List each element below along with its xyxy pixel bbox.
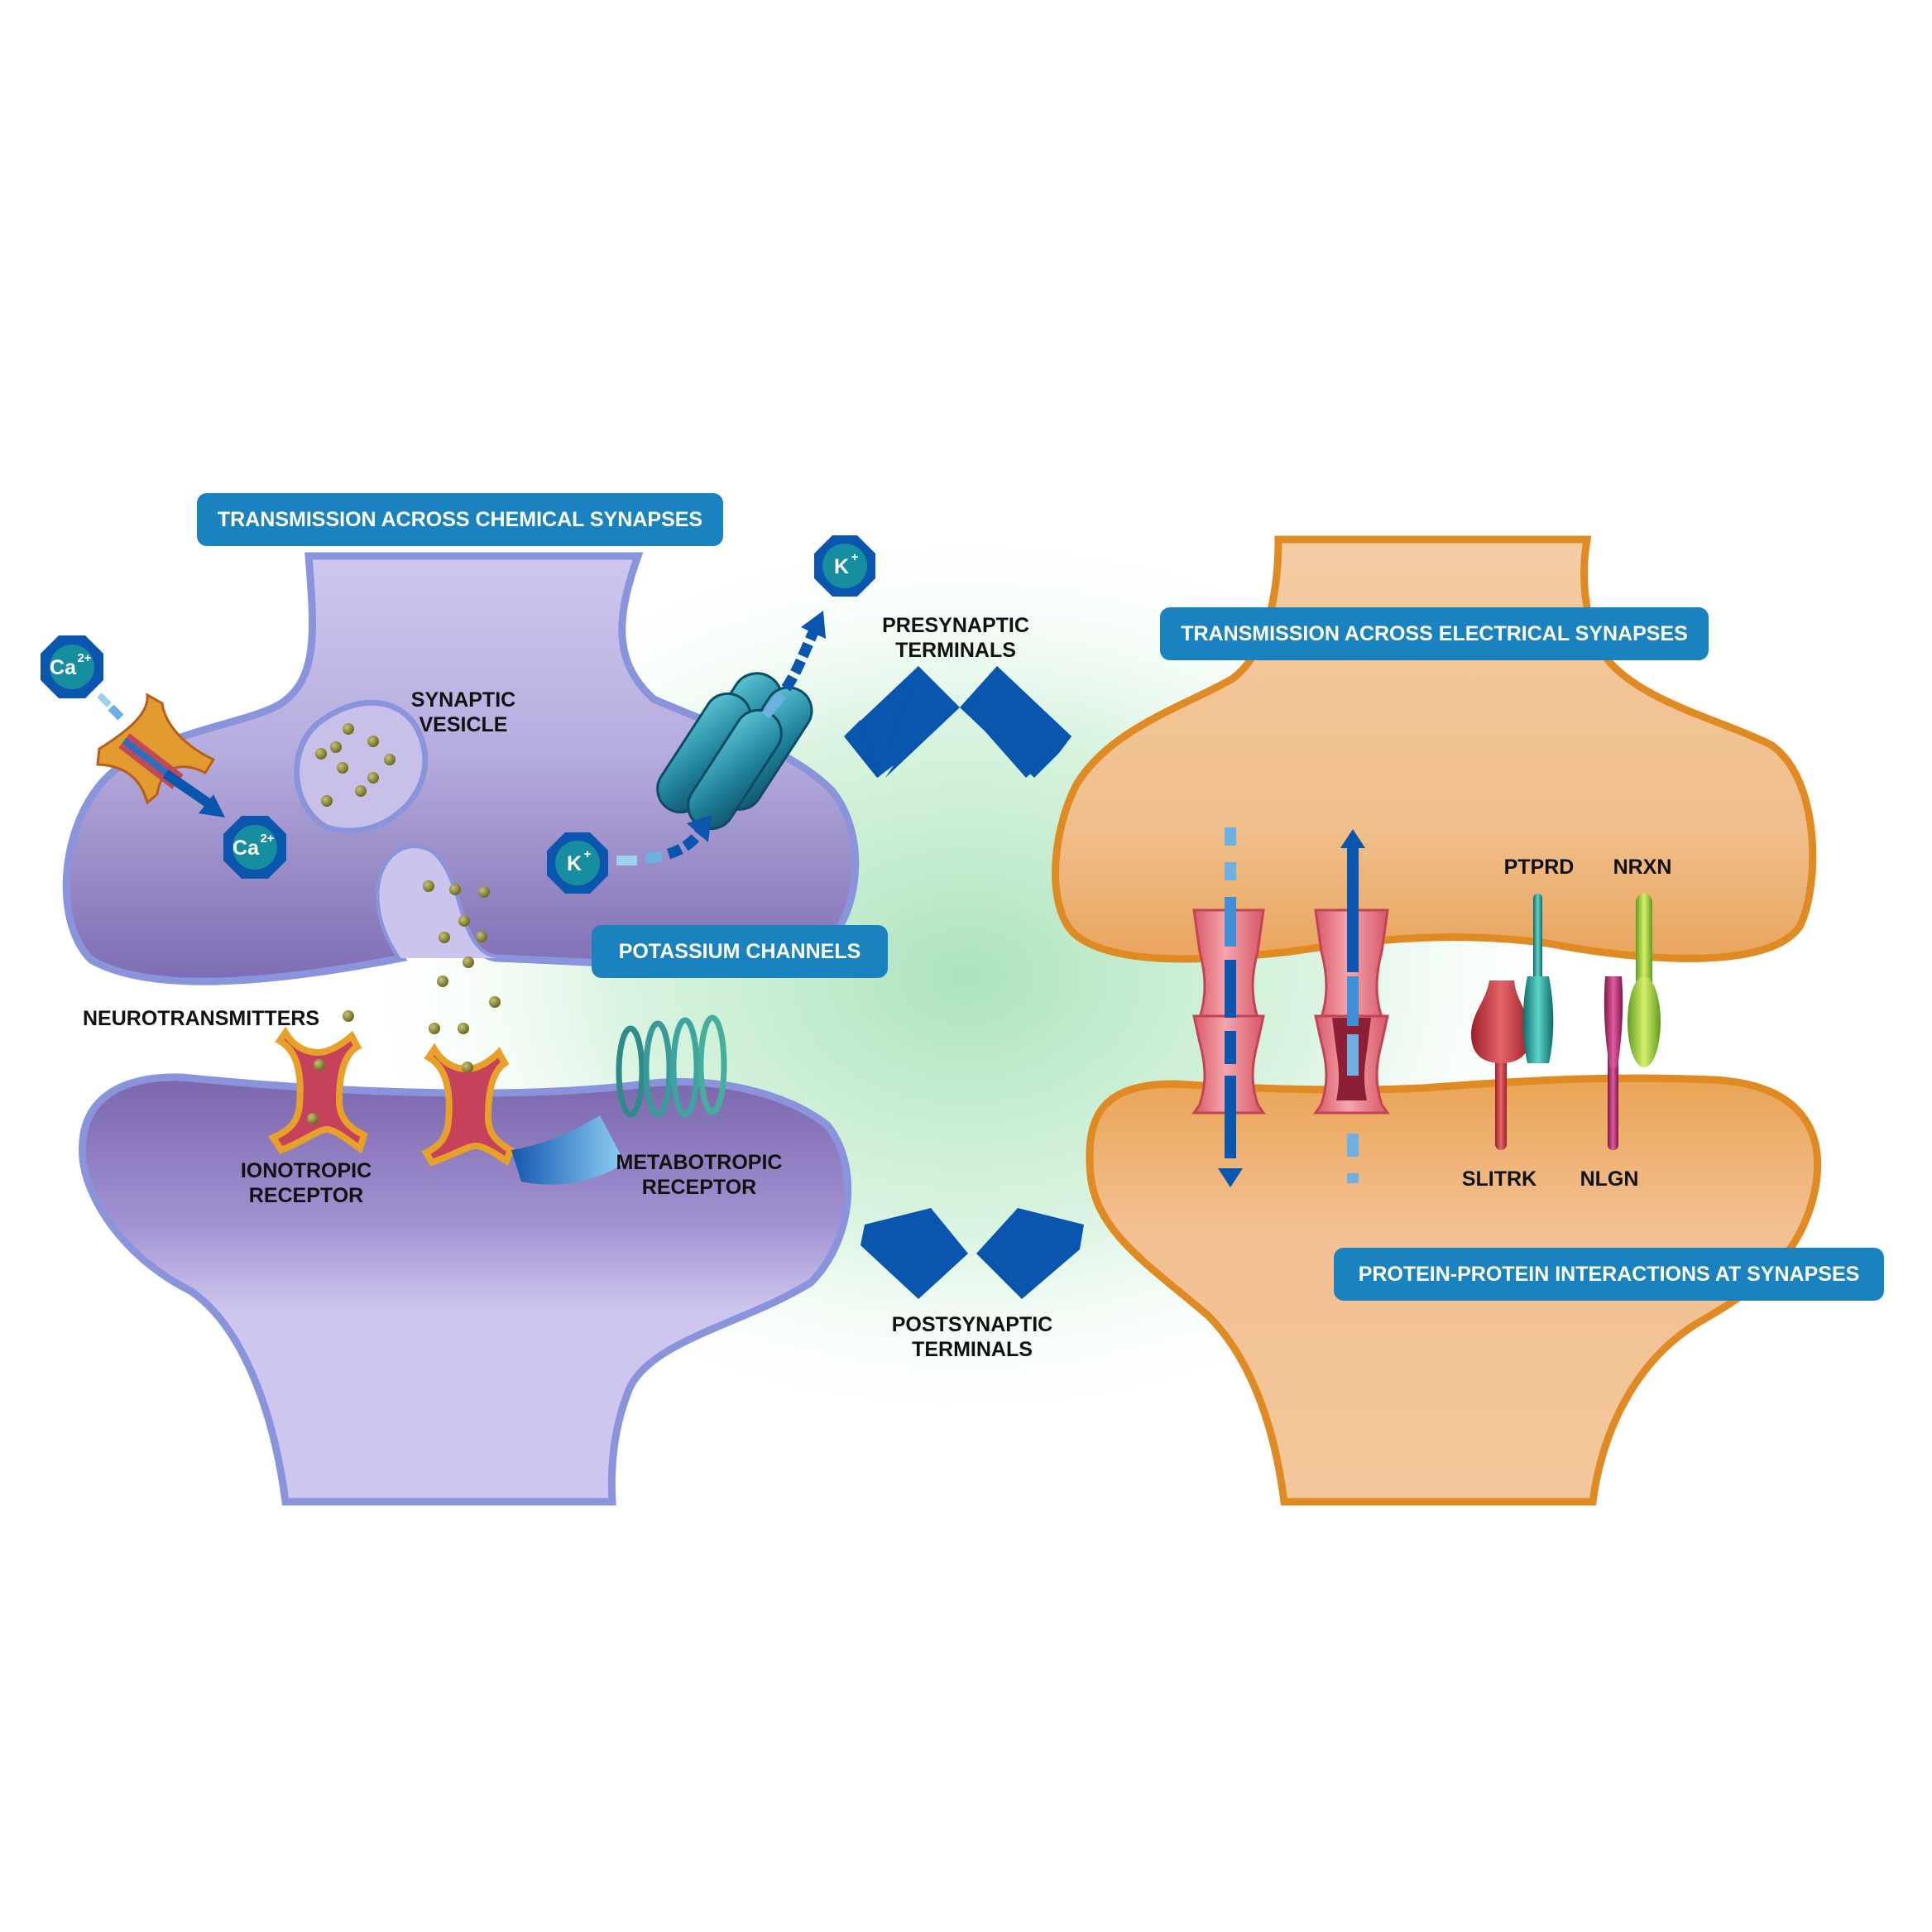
potassium-ion-inside: K +	[547, 832, 608, 894]
neurotransmitter-dot	[476, 931, 487, 942]
potassium-flow-arrow	[616, 611, 826, 865]
gap-junction-left	[1191, 827, 1266, 1187]
neurotransmitter-dot	[330, 741, 342, 753]
label-line: PRESYNAPTIC	[882, 614, 1029, 637]
neurotransmitter-dot	[437, 976, 448, 987]
neurotransmitter-dot	[463, 956, 474, 968]
label-metabotropic-receptor: METABOTROPIC RECEPTOR	[612, 1150, 786, 1200]
neurotransmitter-dot	[343, 1010, 354, 1022]
nrxn-protein	[1628, 894, 1661, 1067]
calcium-ion-symbol: Ca	[50, 656, 77, 679]
banner-protein-interactions: PROTEIN-PROTEIN INTERACTIONS AT SYNAPSES	[1334, 1248, 1884, 1301]
potassium-ion-symbol: K	[834, 555, 849, 578]
banner-potassium-channels: POTASSIUM CHANNELS	[592, 925, 888, 978]
svg-text:K: K	[567, 852, 582, 875]
released-neurotransmitters	[343, 880, 501, 1034]
svg-text:+: +	[584, 847, 592, 861]
label-line: TERMINALS	[912, 1338, 1033, 1361]
neurotransmitter-dot	[458, 915, 470, 927]
chemical-postsynaptic-terminal	[79, 1073, 852, 1506]
label-line: POSTSYNAPTIC	[891, 1313, 1053, 1336]
neurotransmitter-dot	[458, 1023, 469, 1034]
label-ptprd: PTPRD	[1503, 856, 1575, 879]
neurotransmitter-dot	[367, 736, 379, 747]
svg-text:+: +	[851, 550, 859, 564]
label-nlgn: NLGN	[1580, 1167, 1639, 1191]
neurotransmitter-dot	[478, 886, 490, 898]
neurotransmitter-dot	[384, 754, 396, 765]
neurotransmitter-dot	[449, 884, 461, 895]
ptprd-protein	[1522, 894, 1554, 1063]
banner-chemical-synapses: TRANSMISSION ACROSS CHEMICAL SYNAPSES	[197, 493, 723, 546]
label-neurotransmitters: NEUROTRANSMITTERS	[83, 1007, 320, 1030]
g-protein	[511, 1115, 625, 1185]
label-ionotropic-receptor: IONOTROPIC RECEPTOR	[223, 1158, 389, 1208]
label-line: IONOTROPIC	[240, 1159, 372, 1182]
presynaptic-arrow	[844, 666, 1071, 778]
label-line: SYNAPTIC	[410, 688, 516, 712]
slitrk-protein	[1471, 980, 1531, 1150]
neurotransmitter-dot	[439, 932, 450, 943]
neurotransmitter-dot	[367, 772, 379, 784]
neurotransmitter-dot	[337, 762, 348, 774]
postsynaptic-arrow	[861, 1208, 1084, 1299]
calcium-ion-symbol: Ca	[233, 837, 260, 860]
svg-text:2+: 2+	[260, 832, 274, 846]
neurotransmitter-dot	[321, 795, 333, 807]
potassium-channel	[656, 672, 813, 831]
neurotransmitter-dot	[307, 1113, 319, 1124]
potassium-ion-outside: K +	[814, 535, 875, 597]
gap-junction-right	[1313, 829, 1390, 1183]
label-postsynaptic-terminals: POSTSYNAPTIC TERMINALS	[881, 1312, 1063, 1362]
potassium-ion-symbol: K	[567, 852, 582, 875]
label-line: RECEPTOR	[248, 1184, 364, 1207]
ionotropic-receptor	[268, 1026, 368, 1154]
potassium-ion-charge: +	[584, 847, 592, 861]
neurotransmitter-dot	[314, 1059, 325, 1071]
svg-text:K: K	[834, 555, 849, 578]
exocytosis-pocket	[379, 848, 496, 958]
neurotransmitter-dot	[355, 785, 367, 797]
electrical-presynaptic-terminal	[1052, 535, 1817, 963]
neurotransmitter-dot	[315, 748, 327, 760]
svg-text:Ca: Ca	[50, 656, 77, 679]
label-line: VESICLE	[419, 713, 508, 736]
label-slitrk: SLITRK	[1461, 1167, 1537, 1191]
calcium-ion-outside: Ca 2+	[41, 635, 103, 698]
svg-text:Ca: Ca	[233, 837, 260, 860]
svg-text:2+: 2+	[77, 651, 91, 665]
neurotransmitter-dot	[429, 1023, 440, 1034]
calcium-ion-charge: 2+	[260, 832, 274, 846]
ionotropic-receptor	[421, 1043, 515, 1167]
label-line: RECEPTOR	[641, 1176, 757, 1199]
neurotransmitter-dot	[423, 880, 434, 892]
calcium-ion-charge: 2+	[77, 651, 91, 665]
label-nrxn: NRXN	[1613, 856, 1672, 879]
calcium-flow-arrow	[97, 693, 225, 817]
label-line: TERMINALS	[895, 639, 1016, 662]
label-line: METABOTROPIC	[616, 1151, 783, 1174]
label-presynaptic-terminals: PRESYNAPTIC TERMINALS	[869, 613, 1043, 663]
potassium-ion-charge: +	[851, 550, 859, 564]
neurotransmitter-dot	[343, 723, 354, 735]
nlgn-protein	[1604, 976, 1623, 1150]
banner-electrical-synapses: TRANSMISSION ACROSS ELECTRICAL SYNAPSES	[1160, 607, 1709, 660]
calcium-ion-inside: Ca 2+	[223, 816, 286, 879]
metabotropic-receptor	[616, 1014, 727, 1118]
neurotransmitter-dot	[489, 996, 501, 1008]
neurotransmitter-dot	[462, 1062, 473, 1073]
label-synaptic-vesicle: SYNAPTIC VESICLE	[389, 688, 538, 737]
vesicle-contents	[315, 723, 396, 807]
